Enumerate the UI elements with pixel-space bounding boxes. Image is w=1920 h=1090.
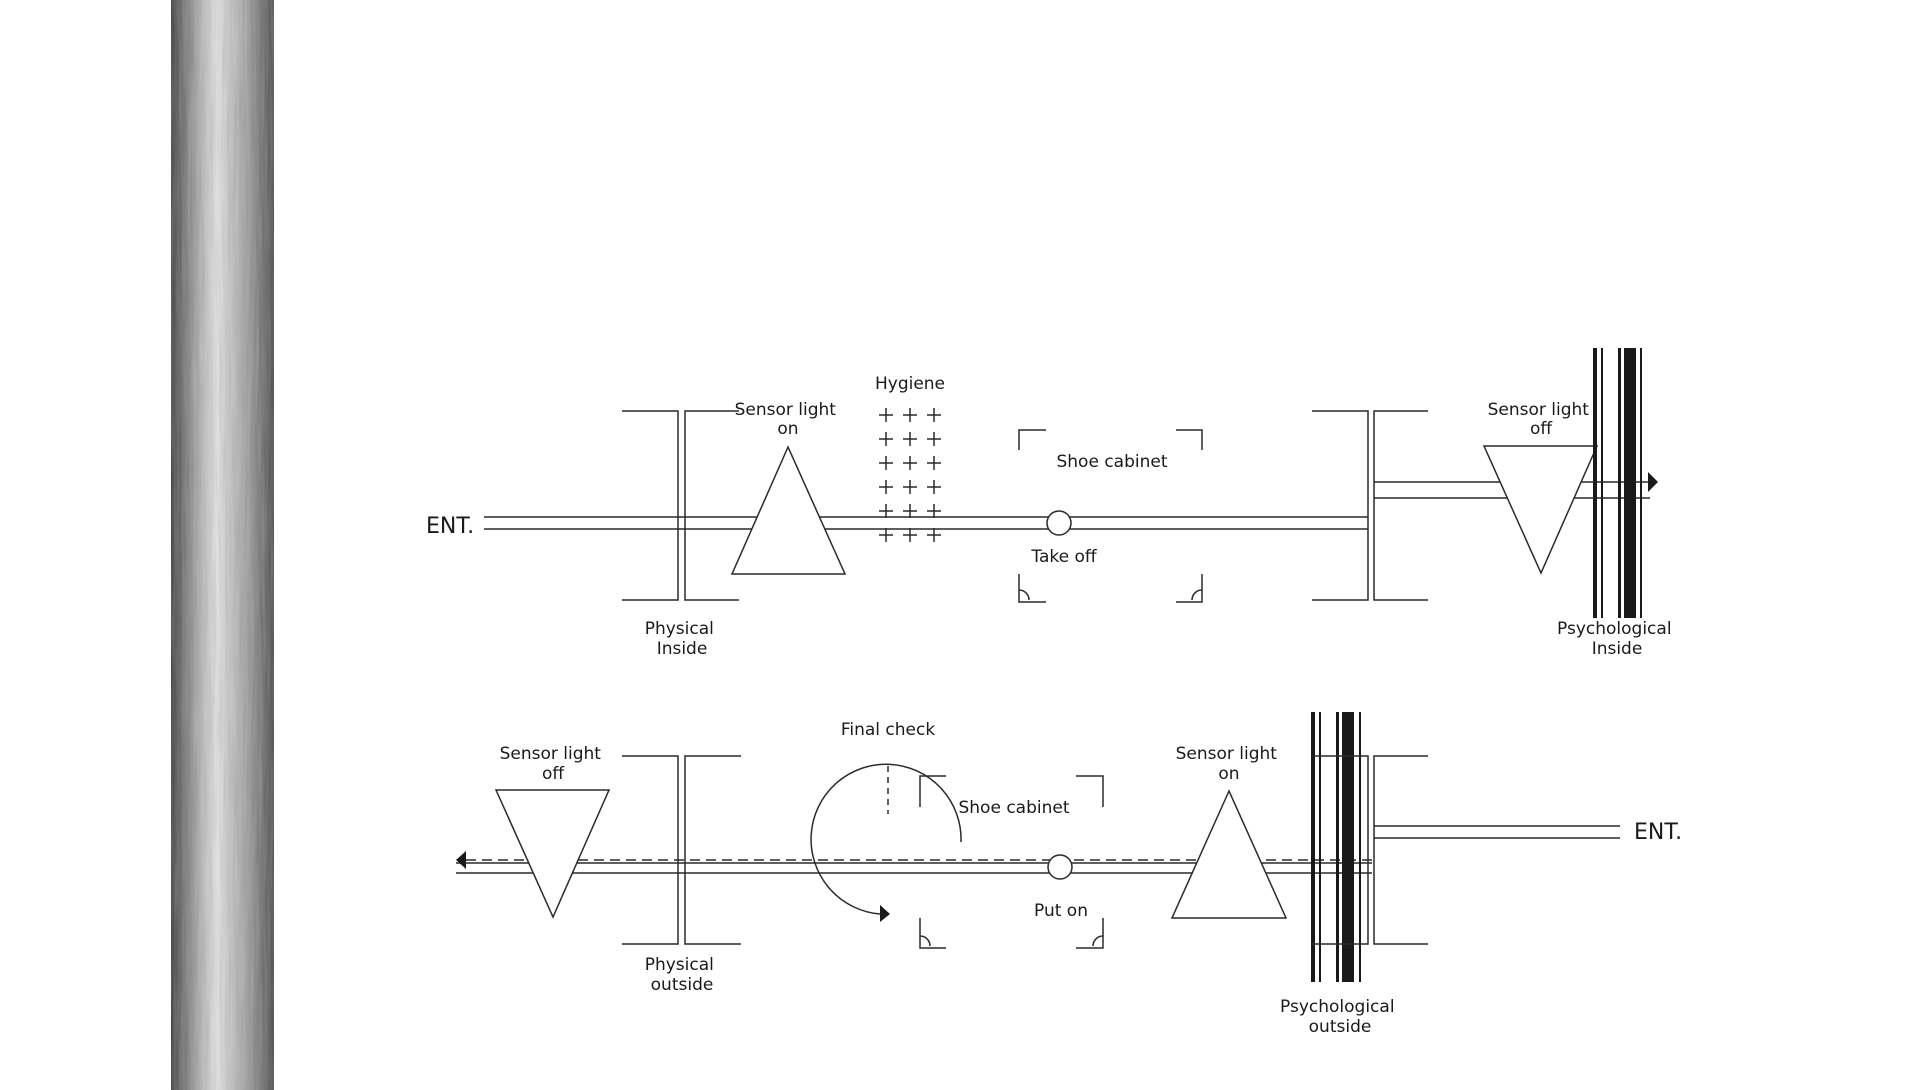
top-sensor-on-label: Sensor light on (735, 400, 842, 439)
top-sensor-off-label: Sensor light off (1488, 400, 1595, 439)
final-check-turn-arc-icon (810, 763, 962, 915)
hygiene-plus-mark (903, 432, 917, 446)
hygiene-plus-mark (879, 504, 893, 518)
hygiene-plus-mark (927, 528, 941, 542)
psychological-outside-barrier (1311, 712, 1361, 982)
hygiene-plus-mark (879, 408, 893, 422)
physical-outside-gate (622, 755, 741, 945)
bottom-right-gate (1312, 755, 1428, 945)
bottom-ent-label: ENT. (1634, 820, 1682, 845)
hygiene-plus-grid-icon (879, 408, 941, 542)
hygiene-plus-mark (927, 480, 941, 494)
hygiene-plus-mark (879, 456, 893, 470)
hygiene-plus-mark (927, 408, 941, 422)
hygiene-plus-mark (903, 408, 917, 422)
physical-outside-label: Physical outside (645, 955, 720, 995)
take-off-point-icon (1046, 510, 1072, 536)
bottom-shoe-cabinet-label: Shoe cabinet (958, 798, 1069, 818)
hygiene-plus-mark (927, 432, 941, 446)
sensor-off-triangle-icon (1482, 445, 1599, 575)
top-shoe-cabinet-frame (1018, 429, 1203, 603)
bottom-flow: Sensor light off Physical outside Final … (456, 712, 1682, 1037)
bottom-sensor-on-label: Sensor light on (1176, 744, 1283, 784)
physical-inside-label: Physical Inside (645, 619, 720, 659)
sensor-on-triangle-icon (730, 445, 847, 575)
bottom-exit-arrow-icon (456, 851, 466, 869)
top-right-gate (1312, 410, 1428, 601)
hygiene-plus-mark (903, 528, 917, 542)
hygiene-label: Hygiene (875, 374, 945, 394)
top-shoe-cabinet-label: Shoe cabinet (1056, 452, 1167, 472)
psychological-outside-label: Psychological outside (1280, 997, 1400, 1037)
top-exit-arrow-icon (1648, 472, 1658, 492)
hygiene-plus-mark (927, 504, 941, 518)
top-ent-label: ENT. (426, 514, 474, 539)
physical-inside-gate (622, 410, 739, 601)
psychological-inside-label: Psychological Inside (1557, 619, 1677, 659)
put-on-label: Put on (1034, 901, 1088, 921)
hygiene-plus-mark (903, 480, 917, 494)
bottom-sensor-off-triangle-icon (494, 789, 611, 919)
bottom-sensor-off-label: Sensor light off (500, 744, 607, 784)
hygiene-plus-mark (879, 480, 893, 494)
put-on-point-icon (1047, 854, 1073, 880)
bottom-sensor-on-triangle-icon (1170, 789, 1288, 919)
hygiene-plus-mark (927, 456, 941, 470)
hygiene-plus-mark (879, 528, 893, 542)
bottom-shoe-cabinet-frame (919, 775, 1104, 949)
hygiene-plus-mark (903, 456, 917, 470)
psychological-inside-barrier (1593, 348, 1642, 618)
final-check-turn-arrow-icon (880, 905, 890, 922)
final-check-label: Final check (841, 720, 936, 740)
take-off-label: Take off (1030, 547, 1097, 567)
top-flow: ENT. Physical Inside Sensor light on Hyg… (426, 348, 1677, 659)
hygiene-plus-mark (903, 504, 917, 518)
metal-pole-image (171, 0, 274, 1090)
hygiene-plus-mark (879, 432, 893, 446)
